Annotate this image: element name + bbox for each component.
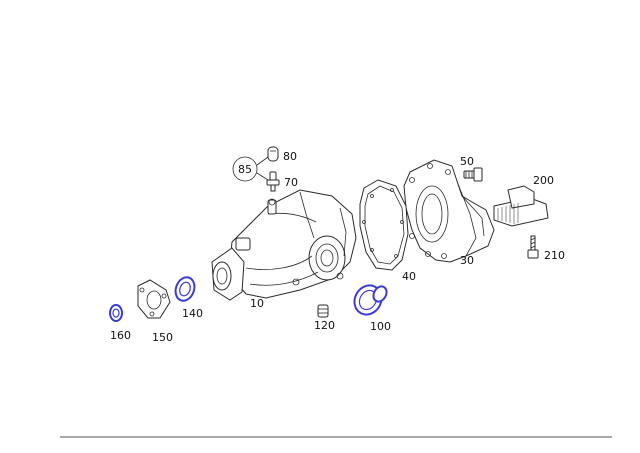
- part-label-10: 10: [250, 297, 264, 310]
- part-label-40: 40: [402, 270, 416, 283]
- part-label-85: 85: [238, 163, 252, 176]
- breather-valve-icon[interactable]: [266, 171, 280, 192]
- part-label-70: 70: [284, 176, 298, 189]
- seal-ring-icon[interactable]: [172, 275, 197, 304]
- plug-icon[interactable]: [317, 304, 329, 318]
- part-label-140: 140: [182, 307, 203, 320]
- part-label-210: 210: [544, 249, 565, 262]
- part-label-120: 120: [314, 319, 335, 332]
- rear-cover-icon[interactable]: [403, 159, 495, 263]
- part-label-80: 80: [283, 150, 297, 163]
- mount-bracket-icon[interactable]: [493, 185, 549, 227]
- axle-housing-icon[interactable]: [211, 189, 357, 301]
- gasket-icon[interactable]: [359, 179, 409, 271]
- group-circle-icon[interactable]: [232, 156, 269, 182]
- screw-icon[interactable]: [527, 235, 539, 259]
- bolt-icon[interactable]: [463, 167, 483, 182]
- part-label-200: 200: [533, 174, 554, 187]
- shaft-seal-icon[interactable]: [349, 281, 389, 320]
- part-label-100: 100: [370, 320, 391, 333]
- cap-icon[interactable]: [267, 146, 279, 162]
- part-label-50: 50: [460, 155, 474, 168]
- part-label-150: 150: [152, 331, 173, 344]
- nut-icon[interactable]: [109, 304, 123, 322]
- part-label-30: 30: [460, 254, 474, 267]
- flange-icon[interactable]: [137, 279, 171, 319]
- part-label-160: 160: [110, 329, 131, 342]
